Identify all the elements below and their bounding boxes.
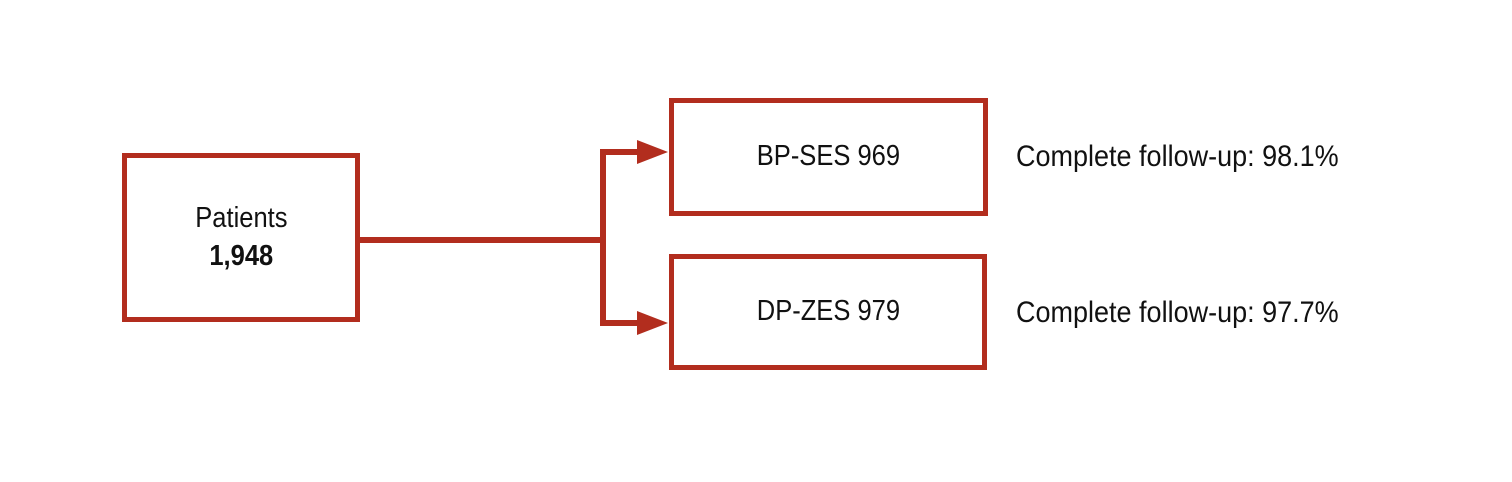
patients-box-value: 1,948	[209, 239, 273, 272]
bp-ses-box: BP-SES 969	[669, 98, 988, 216]
dp-zes-box-label: DP-ZES 979	[756, 295, 900, 328]
bottom-arrowhead-icon	[637, 311, 668, 335]
dp-zes-box: DP-ZES 979	[669, 254, 987, 370]
bp-ses-followup-text: Complete follow-up: 98.1%	[1016, 140, 1339, 173]
dp-zes-followup-annotation: Complete follow-up: 97.7%	[1016, 296, 1375, 347]
top-arrowhead-icon	[637, 140, 668, 164]
bp-ses-followup-annotation: Complete follow-up: 98.1%	[1016, 140, 1375, 191]
bp-ses-box-label: BP-SES 969	[756, 140, 901, 173]
dp-zes-followup-text: Complete follow-up: 97.7%	[1016, 296, 1339, 329]
patients-box-label: Patients	[194, 202, 288, 235]
patients-box: Patients 1,948	[122, 153, 360, 322]
